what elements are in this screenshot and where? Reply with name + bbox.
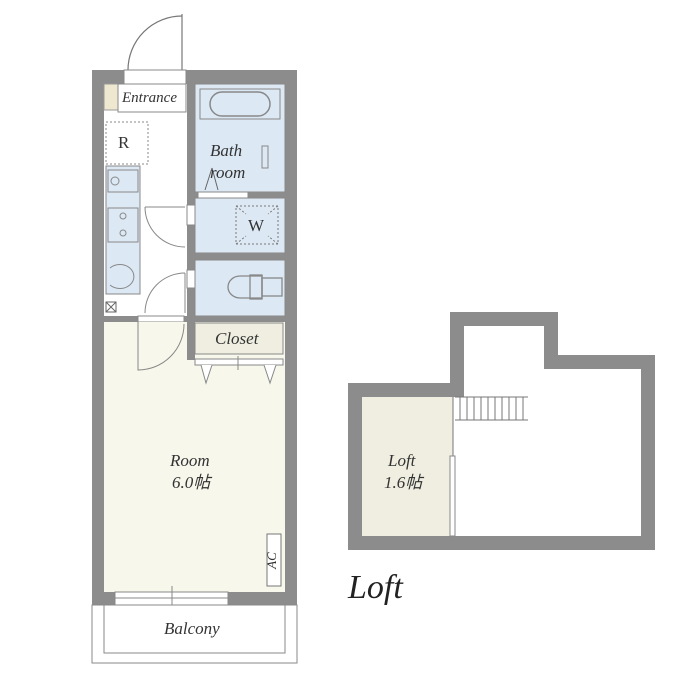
bathroom-label-1: Bath [210, 141, 243, 160]
refrigerator-label: R [118, 133, 130, 152]
room-name-label: Room [170, 451, 210, 470]
toilet-icon [227, 274, 283, 300]
toilet-room [194, 259, 286, 317]
loft-area [362, 397, 453, 536]
ac-label: AC [263, 552, 279, 569]
bathroom-label-2: room [210, 163, 246, 182]
loft-size-label: 1.6帖 [384, 473, 423, 492]
closet [194, 322, 284, 355]
loft-area-label: Loft [388, 451, 416, 470]
refrigerator-space [105, 121, 149, 165]
main-room [104, 322, 285, 592]
balcony-label: Balcony [164, 619, 220, 638]
room-size-label: 6.0帖 [172, 473, 211, 492]
loft-caption: Loft [348, 569, 403, 606]
entrance-door [127, 14, 184, 71]
entrance-label: Entrance [122, 90, 177, 106]
closet-label: Closet [215, 329, 259, 348]
loft-ladder [455, 396, 528, 421]
washer-label: W [248, 216, 265, 235]
shoe-box [103, 83, 119, 111]
ac-unit [266, 533, 282, 587]
